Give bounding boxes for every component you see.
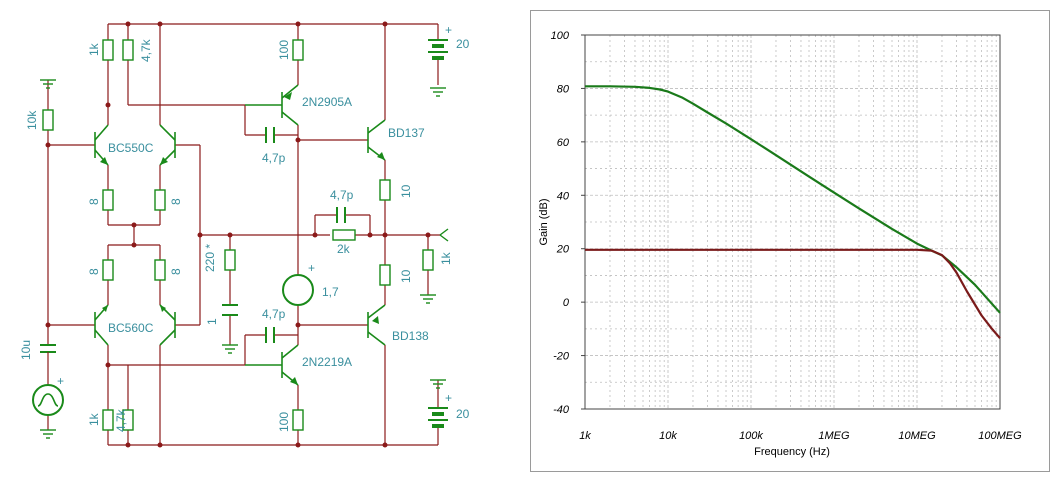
label-c-feedback: 4,7p xyxy=(330,188,354,202)
y-tick-label: -20 xyxy=(553,351,570,363)
supply-bottom-label: 20 xyxy=(456,407,470,421)
label-r-emitter-b: 8 xyxy=(169,198,183,205)
capacitors xyxy=(40,127,346,353)
label-c-comp: 1 xyxy=(205,318,219,325)
label-q-vas-top: 2N2905A xyxy=(302,95,352,109)
supply-bottom-polarity: + xyxy=(445,391,452,405)
label-c-input: 10u xyxy=(19,340,33,360)
label-c-miller-bot: 4,7p xyxy=(262,307,286,321)
chart-grid xyxy=(585,35,1000,409)
label-r-emitter-d: 8 xyxy=(169,268,183,275)
label-q-out-top: BD137 xyxy=(388,126,425,140)
transistor-arrows xyxy=(100,92,385,385)
y-tick-label: 60 xyxy=(557,137,570,149)
label-r-top-left: 1k xyxy=(87,42,101,56)
wires xyxy=(47,23,440,446)
label-q-out-bot: BD138 xyxy=(392,329,429,343)
x-axis-label: Frequency (Hz) xyxy=(754,446,830,458)
resistor-1k-bottom xyxy=(102,409,114,431)
label-r-emitter-c: 8 xyxy=(87,268,101,275)
resistor-100-bottom xyxy=(292,409,304,431)
label-q-vas-bot: 2N2219A xyxy=(302,355,352,369)
x-tick-label: 100k xyxy=(739,430,763,442)
resistor-load-1k xyxy=(422,249,434,271)
output-terminal xyxy=(439,228,449,242)
plot-area-border xyxy=(584,34,1001,410)
label-r-bias: 10k xyxy=(25,110,39,130)
label-r-comp: 220 * xyxy=(203,244,217,272)
x-tick-label: 10k xyxy=(659,430,677,442)
batteries xyxy=(428,39,448,428)
supply-top-label: 20 xyxy=(456,37,470,51)
resistor-220 xyxy=(224,249,236,271)
resistor-4k7-top xyxy=(122,39,134,61)
circuit-schematic: + 20 + 20 + 1k 4,7k 10k 8 8 8 8 1k 4,7k … xyxy=(19,21,470,448)
label-r-out-top: 10 xyxy=(399,184,413,198)
label-r-emitter-a: 8 xyxy=(87,198,101,205)
resistor-2k xyxy=(332,229,356,241)
supply-top-polarity: + xyxy=(445,23,452,37)
resistor-10k xyxy=(42,109,54,131)
x-tick-label: 1MEG xyxy=(818,430,850,442)
x-tick-label: 1k xyxy=(579,430,591,442)
label-c-miller-top: 4,7p xyxy=(262,151,286,165)
resistor-100-top xyxy=(292,39,304,61)
resistor-8-d xyxy=(154,259,166,281)
resistor-4k7-bottom xyxy=(122,409,134,431)
x-tick-label: 10MEG xyxy=(898,430,936,442)
label-r-feedback: 2k xyxy=(337,242,351,256)
junction-dots xyxy=(45,21,431,448)
gain-frequency-chart: 100 80 60 40 20 0 -20 -40 1k 10k 100k 1MEG 10MEG 100… xyxy=(530,10,1050,472)
y-tick-label: 0 xyxy=(563,297,570,309)
label-r-bot-right: 4,7k xyxy=(114,408,128,432)
label-q-diff-top: BC550C xyxy=(108,141,154,155)
resistor-1k-top xyxy=(102,39,114,61)
label-r-vas-bot: 100 xyxy=(277,412,291,432)
y-tick-label: 20 xyxy=(556,244,570,256)
y-tick-label: 100 xyxy=(551,30,570,42)
source-polarity: + xyxy=(57,374,64,388)
resistor-8-b xyxy=(154,189,166,211)
bias-voltage-source xyxy=(282,274,314,306)
label-r-bot-left: 1k xyxy=(87,412,101,426)
resistor-8-a xyxy=(102,189,114,211)
label-r-vas-top: 100 xyxy=(277,40,291,60)
series-line-2 xyxy=(585,248,1001,339)
chart-frame xyxy=(530,10,1050,472)
resistor-10-bottom xyxy=(379,264,391,286)
y-axis-label: Gain (dB) xyxy=(538,198,550,245)
label-v-bias-polarity: + xyxy=(308,261,315,275)
label-r-out-bot: 10 xyxy=(399,269,413,283)
label-v-bias: 1,7 xyxy=(322,285,339,299)
ground-symbols xyxy=(40,79,446,439)
signal-source xyxy=(32,384,64,416)
y-tick-label: 80 xyxy=(557,83,570,95)
y-tick-label: 40 xyxy=(557,190,570,202)
y-tick-label: -40 xyxy=(553,404,570,416)
resistor-8-c xyxy=(102,259,114,281)
resistor-10-top xyxy=(379,179,391,201)
x-tick-label: 100MEG xyxy=(978,430,1022,442)
label-r-top-right: 4,7k xyxy=(139,38,153,62)
label-r-load: 1k xyxy=(439,251,453,265)
label-q-diff-bot: BC560C xyxy=(108,321,154,335)
